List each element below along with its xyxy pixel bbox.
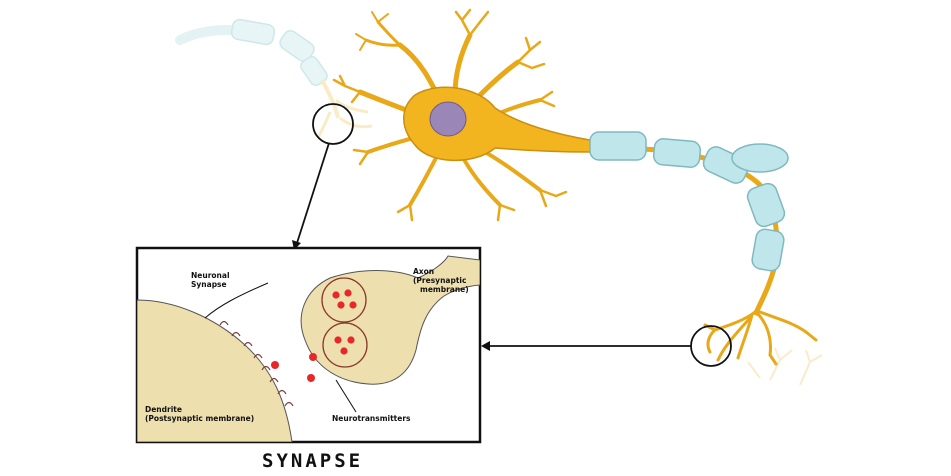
nucleus <box>429 101 467 137</box>
myelin-sheath <box>731 143 789 173</box>
myelin-sheath <box>652 138 702 168</box>
receptors <box>219 320 294 407</box>
incoming-axon <box>175 18 373 139</box>
myelinated-axon <box>589 131 789 317</box>
label-neurotransmitters: Neurotransmitters <box>332 414 411 423</box>
diagram-title: SYNAPSE <box>262 450 363 472</box>
vesicle <box>321 277 367 323</box>
myelin-sheath <box>751 228 785 272</box>
neurotransmitters <box>271 353 317 382</box>
label-neuronal-synapse-2: Synapse <box>191 280 227 289</box>
zoom-indicators <box>292 103 732 367</box>
label-axon-2: (Presynaptic <box>413 276 466 285</box>
label-dendrite-1: Dendrite <box>145 405 182 414</box>
myelin-sheath <box>746 182 786 228</box>
myelin-sheath <box>589 131 647 161</box>
vesicle <box>322 322 368 368</box>
neuron-soma <box>403 86 591 162</box>
pointer-lines <box>204 282 357 413</box>
axon-terminals <box>703 310 818 366</box>
label-neuronal-synapse-1: Neuronal <box>191 271 230 280</box>
synapse-inset: Neuronal Synapse Axon (Presynaptic membr… <box>135 246 482 444</box>
label-axon-3: membrane) <box>420 285 469 294</box>
label-dendrite-2: (Postsynaptic membrane) <box>145 414 254 423</box>
label-axon-1: Axon <box>413 267 434 276</box>
target-dendrite-faded <box>747 347 823 386</box>
zoom-circle-top <box>312 103 354 145</box>
